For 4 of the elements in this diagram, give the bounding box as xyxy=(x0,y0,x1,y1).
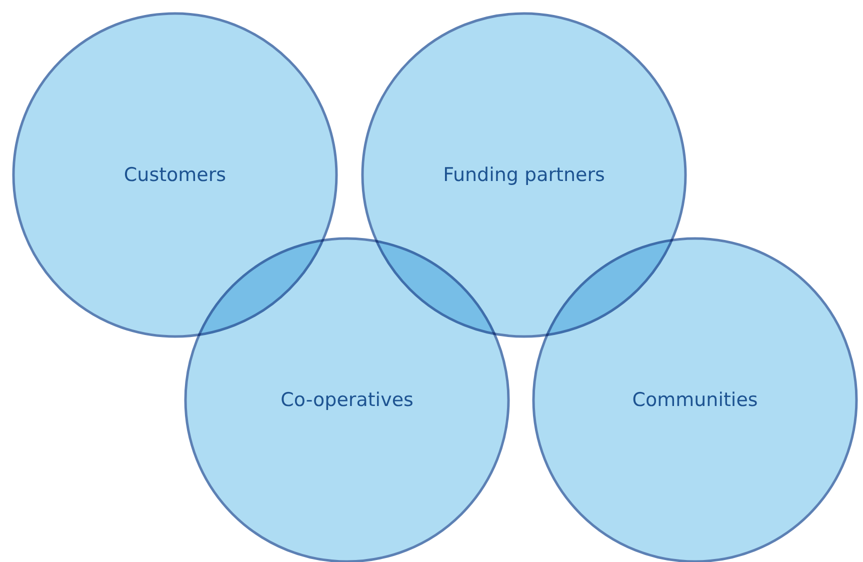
circle-label: Customers xyxy=(124,163,226,187)
circle-label: Communities xyxy=(632,388,758,412)
circle-label: Funding partners xyxy=(443,163,605,187)
circle-label: Co-operatives xyxy=(280,388,414,412)
